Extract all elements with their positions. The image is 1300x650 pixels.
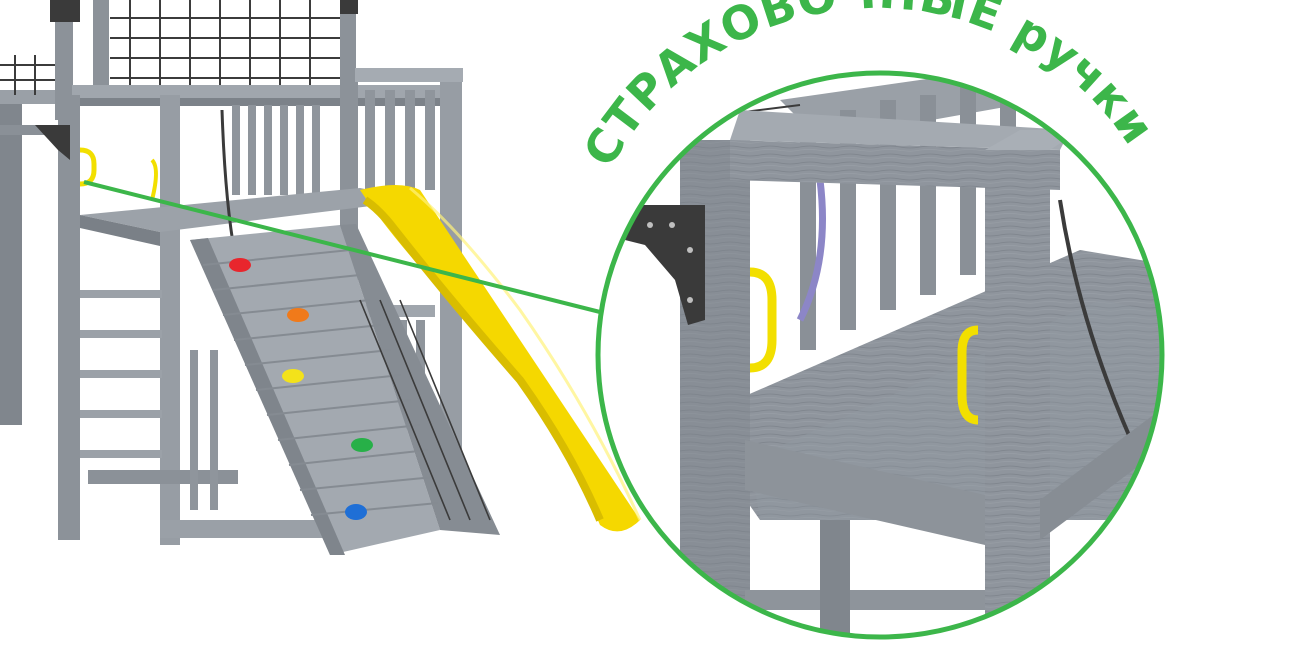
playground-overview: [0, 0, 642, 555]
callout-connector: [83, 180, 601, 314]
blue-hold: [345, 504, 367, 520]
yellow-slide: [360, 185, 642, 532]
red-hold: [229, 258, 251, 272]
orange-hold: [287, 308, 309, 322]
top-net-frame: [0, 0, 358, 120]
green-hold: [351, 438, 373, 452]
climbing-ramp: [190, 224, 500, 555]
main-tower: [35, 68, 463, 545]
safety-handle-left: [749, 267, 777, 373]
safety-handle-right: [957, 325, 979, 425]
yellow-hold: [282, 369, 304, 383]
zoom-detail: [595, 70, 1165, 640]
